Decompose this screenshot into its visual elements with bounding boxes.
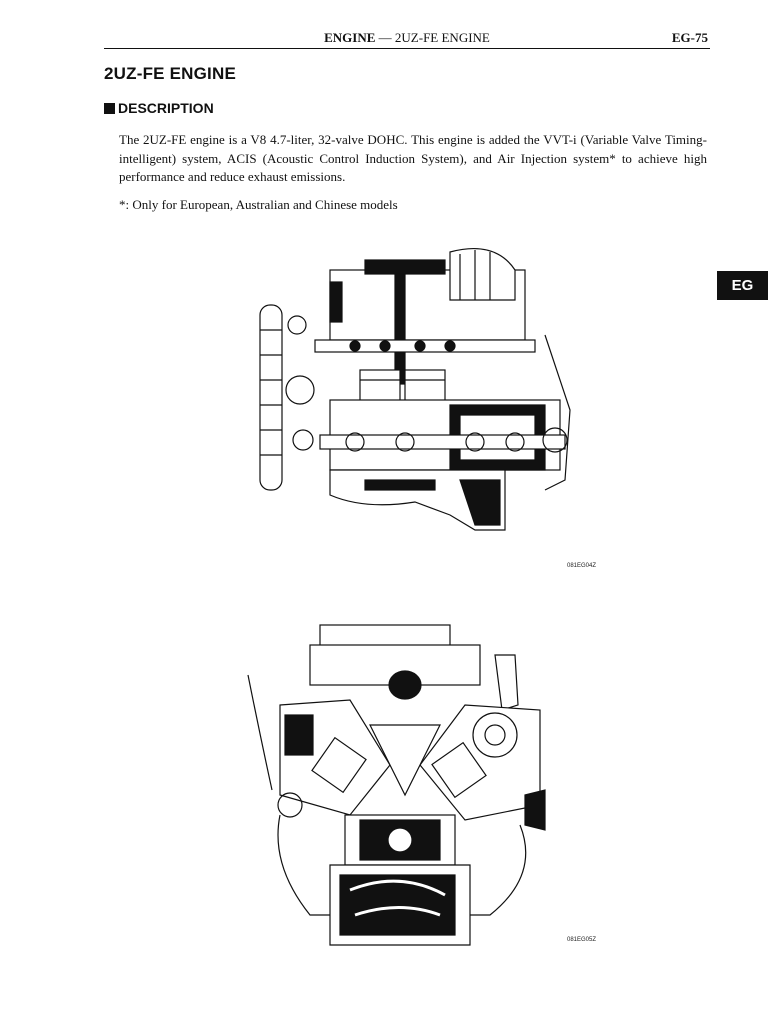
description-paragraph: The 2UZ-FE engine is a V8 4.7-liter, 32-… (119, 132, 707, 184)
engine-front-cutaway-figure (240, 615, 560, 965)
section-heading-text: DESCRIPTION (118, 100, 214, 116)
page-header: ENGINE — 2UZ-FE ENGINE EG-75 (104, 28, 710, 49)
page-title: 2UZ-FE ENGINE (104, 64, 237, 83)
footnote: *: Only for European, Australian and Chi… (119, 197, 398, 212)
engine-side-cutaway-figure (245, 240, 585, 550)
section-heading: DESCRIPTION (104, 100, 214, 116)
figure-1-code: 081EG04Z (567, 563, 597, 569)
header-section-bold: ENGINE (324, 30, 376, 45)
side-tab: EG (717, 271, 768, 300)
header-section-title: ENGINE — 2UZ-FE ENGINE (104, 30, 710, 46)
square-bullet-icon (104, 102, 115, 114)
page-number: EG-75 (671, 30, 708, 45)
header-section-rest: — 2UZ-FE ENGINE (375, 30, 490, 45)
figure-2-code: 081EG05Z (567, 937, 597, 943)
